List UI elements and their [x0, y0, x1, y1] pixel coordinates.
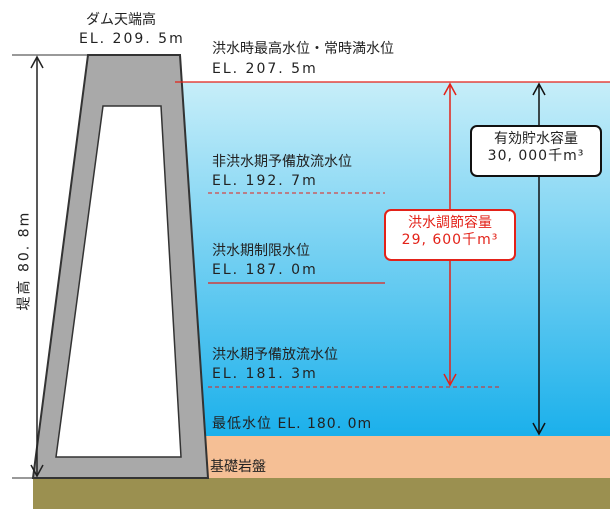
non-flood-reserve-level-label: 非洪水期予備放流水位 [212, 154, 352, 170]
flood-limit-level-elevation: EL. 187. 0m [212, 262, 318, 278]
flood-reserve-level-elevation: EL. 181. 3m [212, 366, 318, 382]
effective-storage-arrow-head-top [532, 82, 546, 96]
effective-storage-title: 有効貯水容量 [494, 131, 578, 147]
dam-crest-elevation: EL. 209. 5m [79, 31, 185, 47]
flood-control-storage-title: 洪水調節容量 [408, 215, 492, 231]
ground-strip [33, 478, 610, 509]
flood-control-arrow-head-top [443, 82, 457, 96]
flood-control-storage-box: 洪水調節容量 29, 600千m³ [384, 209, 516, 261]
flood-reserve-level-label: 洪水期予備放流水位 [212, 347, 338, 363]
flood-control-arrow-head-bottom [443, 373, 457, 387]
flood-max-level-elevation: EL. 207. 5m [212, 61, 318, 77]
dam-height-label: 堤高 80. 8m [16, 210, 33, 311]
lowest-level-label: 最低水位 EL. 180. 0m [212, 416, 373, 432]
effective-storage-box: 有効貯水容量 30, 000千m³ [470, 125, 602, 177]
effective-storage-arrow-head-bottom [532, 422, 546, 436]
flood-max-level-label: 洪水時最高水位・常時満水位 [212, 41, 394, 57]
bedrock-label: 基礎岩盤 [210, 459, 266, 475]
dam-crest-title: ダム天端高 [86, 12, 156, 28]
dam-inner-gallery [55, 105, 182, 458]
dam-height-arrow-head-bottom [30, 464, 44, 478]
effective-storage-value: 30, 000千m³ [487, 148, 585, 164]
flood-control-storage-value: 29, 600千m³ [401, 232, 499, 248]
non-flood-reserve-level-elevation: EL. 192. 7m [212, 173, 318, 189]
dam-height-arrow-head-top [30, 55, 44, 69]
flood-limit-level-label: 洪水期制限水位 [212, 243, 310, 259]
bedrock-layer [175, 436, 610, 478]
